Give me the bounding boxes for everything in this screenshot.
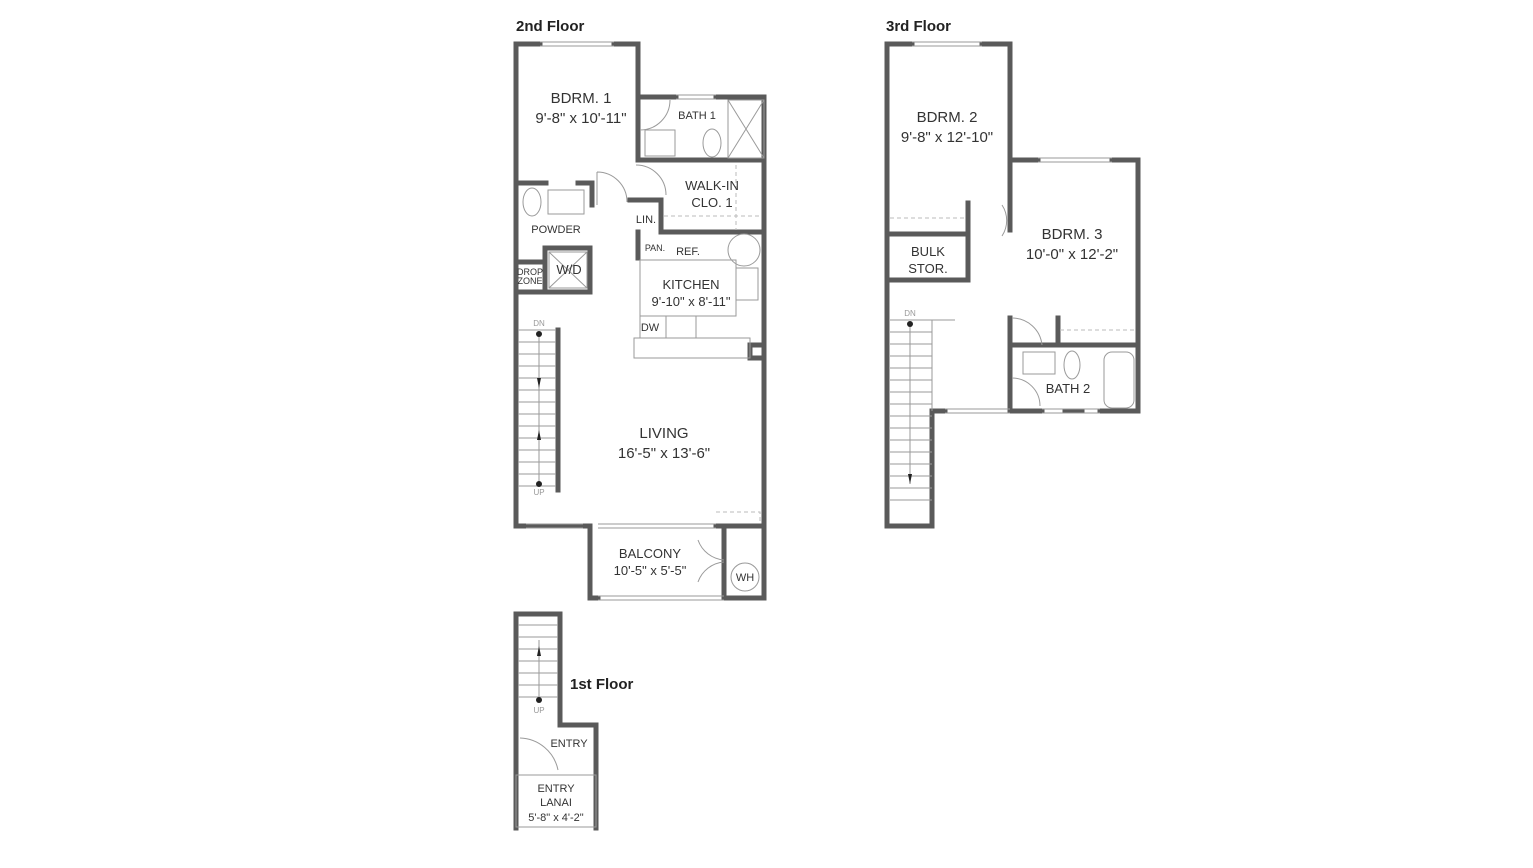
floor-title-2nd: 2nd Floor	[516, 18, 585, 35]
room-pantry: PAN.	[645, 244, 665, 253]
room-name-2: CLO. 1	[691, 194, 733, 210]
room-refrigerator: REF.	[676, 245, 700, 259]
room-linen: LIN.	[636, 213, 656, 227]
room-dimensions: 9'-10" x 8'-11"	[651, 293, 731, 309]
floor-title-1st: 1st Floor	[570, 676, 634, 693]
room-name: BATH 1	[678, 110, 716, 122]
floor-title-3rd: 3rd Floor	[886, 18, 952, 35]
room-dishwasher: DW	[641, 321, 659, 335]
room-entry-lanai: ENTRY LANAI 5'-8" x 4'-2"	[528, 782, 583, 825]
room-washer-dryer: W/D	[556, 262, 581, 279]
stair-dn-label: DN	[533, 319, 545, 328]
room-name-2: STOR.	[908, 260, 948, 276]
room-name: BDRM. 1	[550, 90, 612, 107]
room-name-2: ZONE	[517, 276, 543, 286]
room-drop-zone: DROP ZONE	[517, 268, 543, 286]
stair-up-label: UP	[533, 488, 545, 497]
room-powder: POWDER	[531, 223, 581, 237]
room-name: DROP	[516, 267, 544, 277]
room-name: KITCHEN	[662, 277, 720, 292]
room-bath1: BATH 1	[678, 109, 716, 123]
room-entry: ENTRY	[550, 737, 587, 751]
room-name: ENTRY	[537, 783, 575, 795]
room-bulk-storage: BULK STOR.	[908, 244, 948, 278]
room-name: BALCONY	[618, 546, 682, 561]
room-living: LIVING 16'-5" x 13'-6"	[618, 424, 710, 463]
room-bdrm2: BDRM. 2 9'-8" x 12'-10"	[901, 108, 993, 147]
room-name: WALK-IN	[685, 178, 739, 193]
stair-dn-label-3rd: DN	[904, 309, 916, 318]
room-name: W/D	[556, 262, 582, 277]
room-bdrm3: BDRM. 3 10'-0" x 12'-2"	[1026, 225, 1118, 264]
room-name: BATH 2	[1045, 381, 1091, 396]
room-name: ENTRY	[550, 738, 588, 750]
room-dimensions: 10'-0" x 12'-2"	[1025, 245, 1119, 263]
room-name: BDRM. 3	[1041, 226, 1103, 243]
room-kitchen: KITCHEN 9'-10" x 8'-11"	[652, 277, 731, 311]
wall-3rd-outer	[884, 41, 1141, 529]
room-walkin-closet: WALK-IN CLO. 1	[685, 178, 739, 212]
stair-up-label-1st: UP	[533, 706, 545, 715]
room-name: LIN.	[635, 214, 657, 226]
room-name: POWDER	[531, 224, 581, 236]
room-name: LIVING	[639, 425, 689, 442]
room-name: REF.	[676, 246, 700, 258]
room-name-2: LANAI	[540, 797, 572, 810]
room-name: DW	[640, 322, 660, 334]
room-name: PAN.	[644, 243, 666, 253]
room-dimensions: 5'-8" x 4'-2"	[528, 811, 584, 824]
room-name: BDRM. 2	[916, 109, 978, 126]
room-bath2: BATH 2	[1046, 381, 1091, 398]
room-name: BULK	[911, 244, 945, 259]
room-bdrm1: BDRM. 1 9'-8" x 10'-11"	[535, 89, 626, 128]
room-dimensions: 16'-5" x 13'-6"	[617, 444, 711, 462]
room-dimensions: 10'-5" x 5'-5"	[613, 562, 687, 578]
room-dimensions: 9'-8" x 12'-10"	[900, 128, 994, 146]
room-balcony: BALCONY 10'-5" x 5'-5"	[614, 546, 687, 580]
room-dimensions: 9'-8" x 10'-11"	[535, 109, 627, 127]
room-name: WH	[735, 572, 755, 584]
room-water-heater: WH	[736, 571, 754, 585]
